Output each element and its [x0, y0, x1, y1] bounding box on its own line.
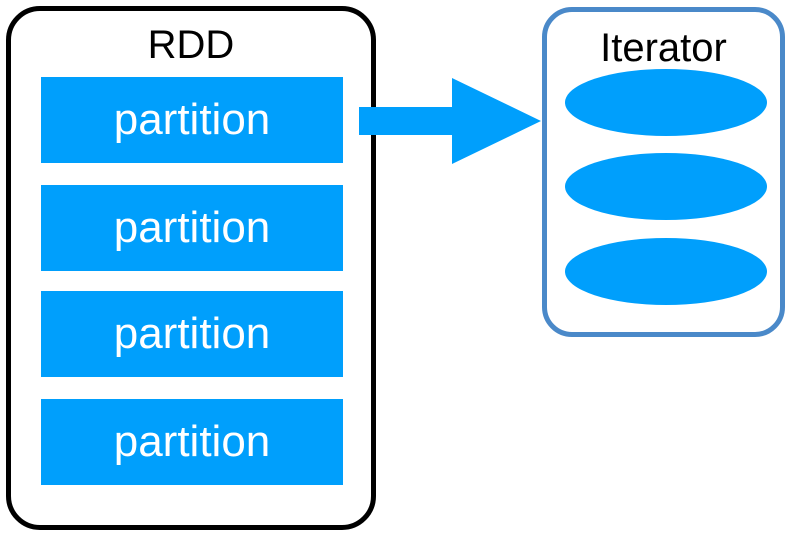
iterator-title: Iterator [600, 26, 727, 70]
iterator-element [565, 69, 767, 136]
partition-block: partition [41, 77, 343, 163]
arrow-shape [359, 78, 541, 164]
partition-block: partition [41, 291, 343, 377]
iterator-element [565, 238, 767, 305]
right-arrow-icon [359, 78, 541, 164]
iterator-element [565, 153, 767, 220]
partition-block: partition [41, 185, 343, 271]
rdd-title: RDD [147, 23, 235, 67]
partition-block: partition [41, 399, 343, 485]
